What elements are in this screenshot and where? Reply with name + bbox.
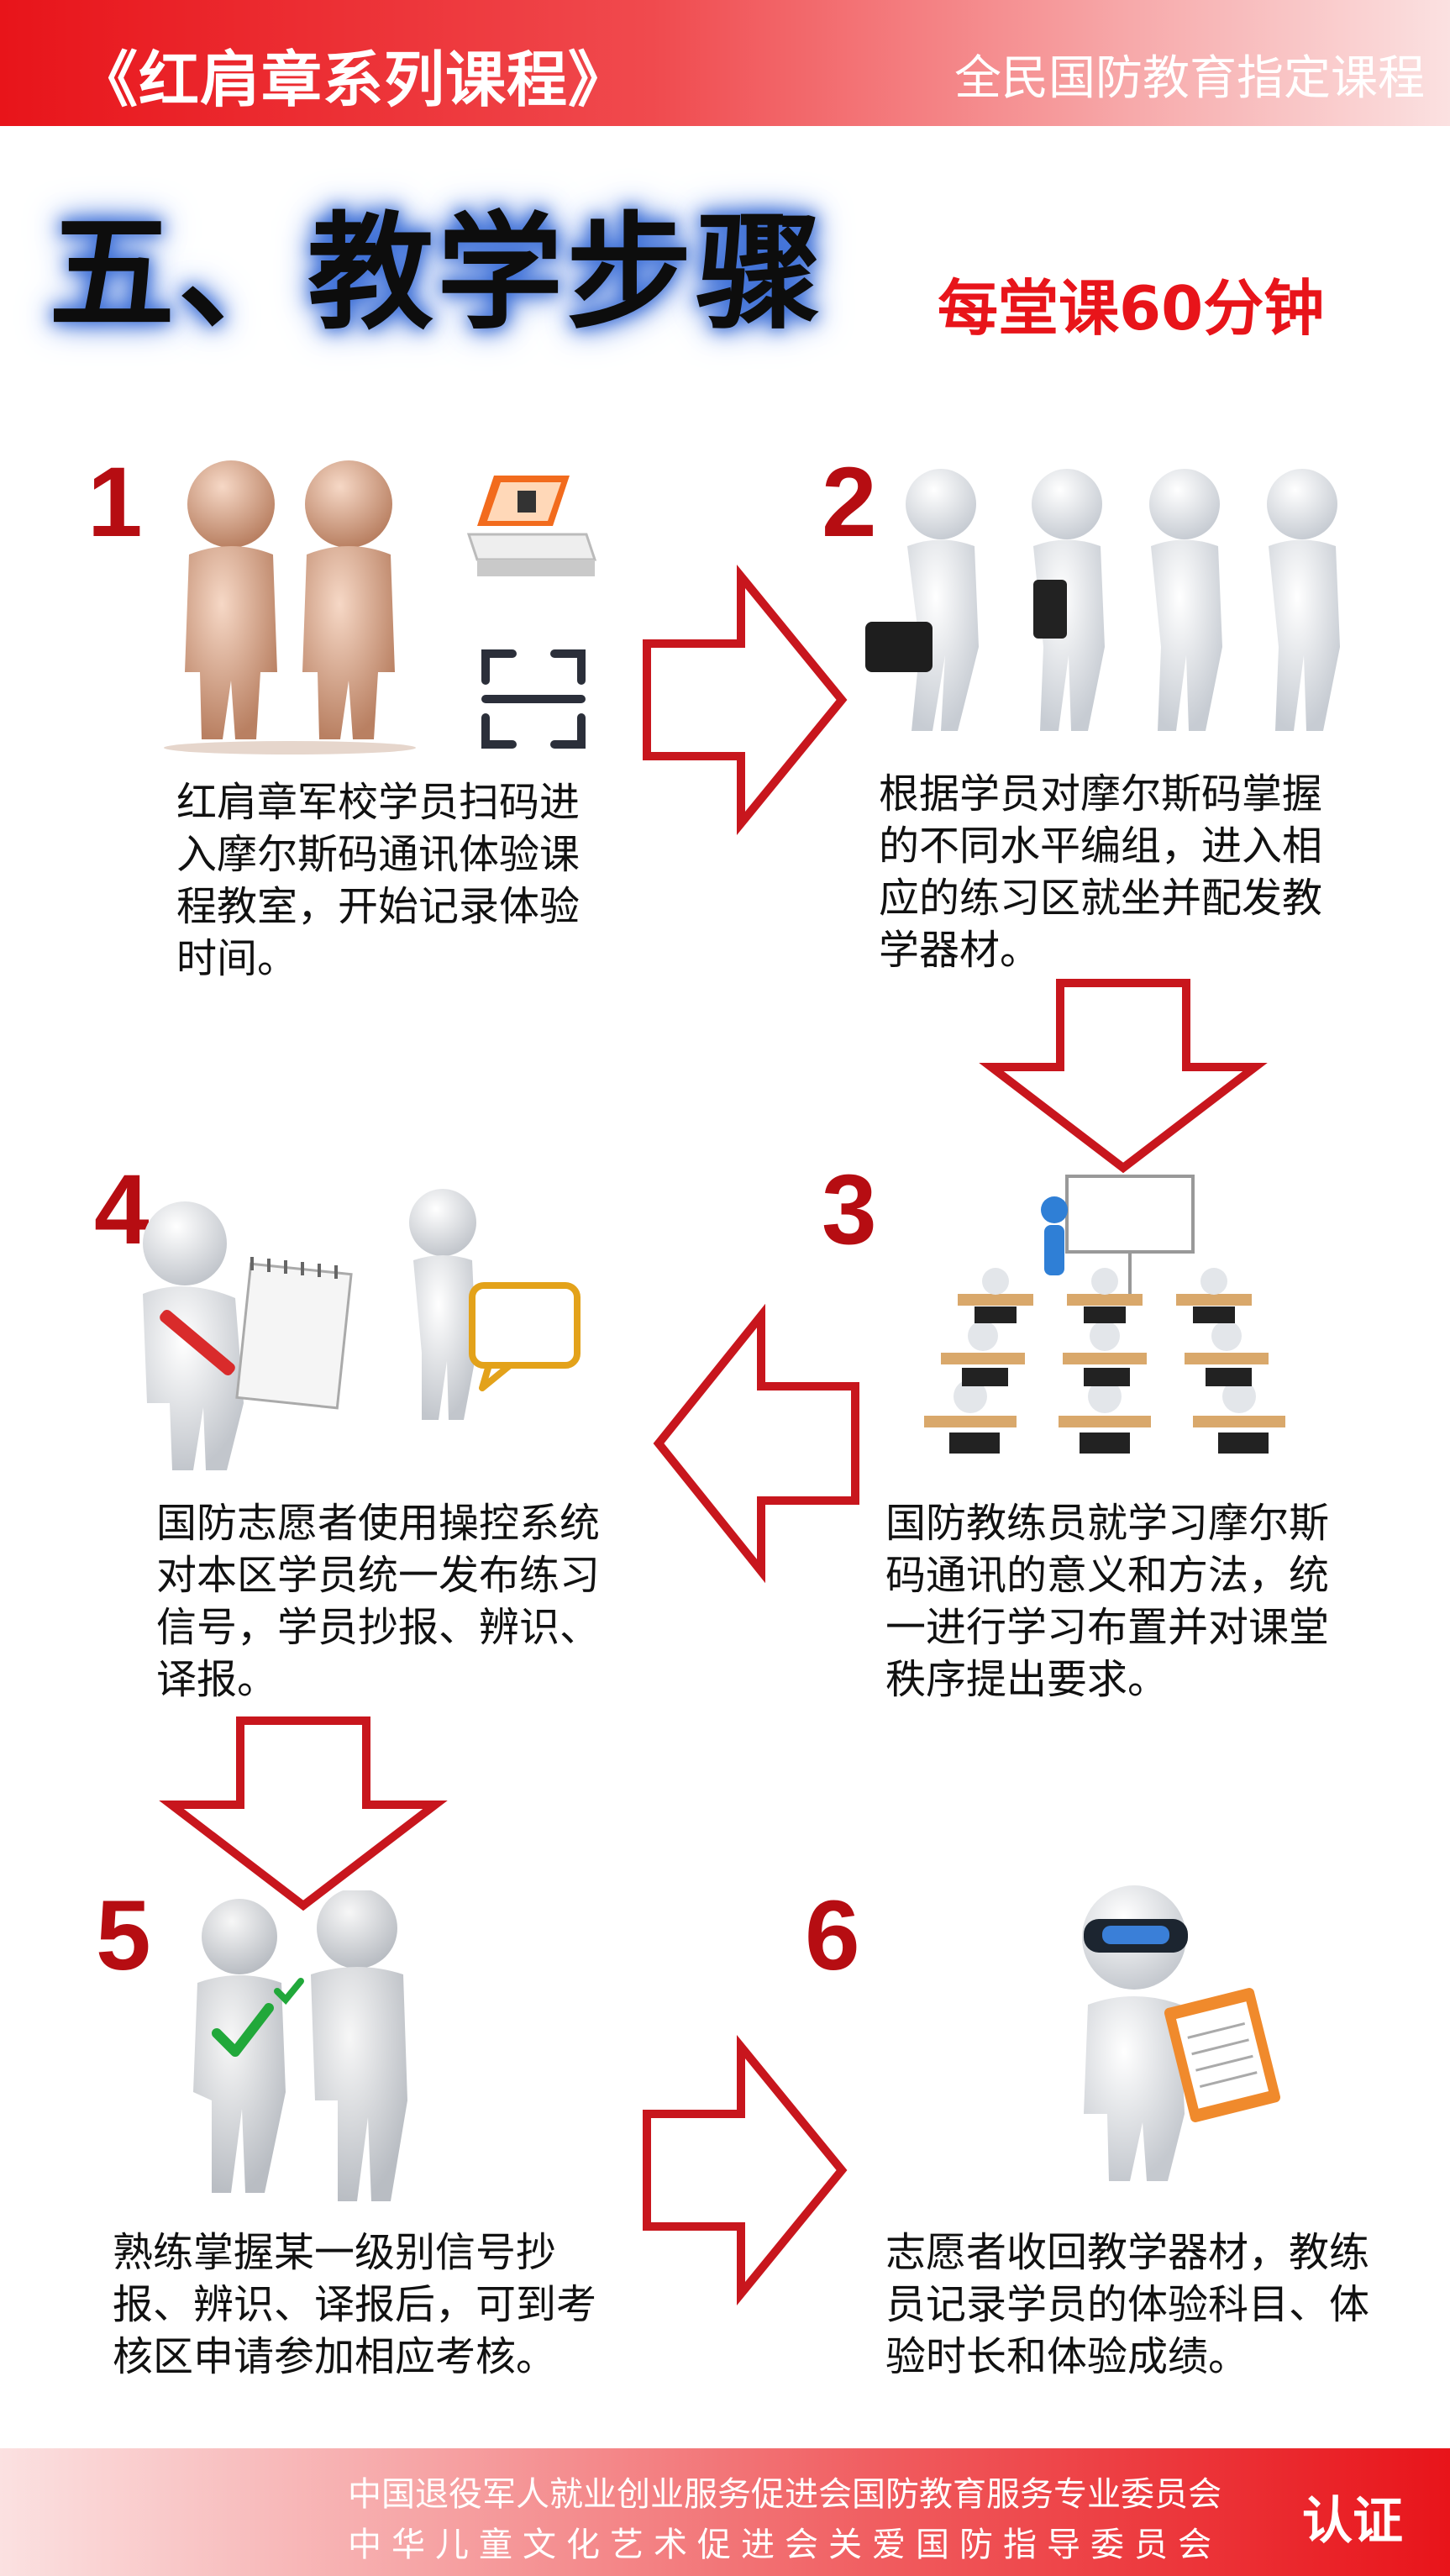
step-3-text: 国防教练员就学习摩尔斯码通讯的意义和方法，统一进行学习布置并对课堂秩序提出要求。 [885, 1500, 1330, 1703]
step-1-text: 红肩章军校学员扫码进入摩尔斯码通讯体验课程教室，开始记录体验时间。 [176, 779, 581, 982]
arrow-left-3-to-4 [653, 1303, 859, 1584]
step-4-text: 国防志愿者使用操控系统对本区学员统一发布练习信号，学员抄报、辨识、译报。 [156, 1500, 601, 1703]
figures-pair-icon [164, 460, 416, 754]
footer-organization-2: 中华儿童文化艺术促进会关爱国防指导委员会 [348, 2526, 1221, 2564]
arrow-right-5-to-6 [643, 2034, 848, 2306]
scan-frame-icon [481, 649, 586, 749]
arrow-down-2-to-3 [979, 979, 1268, 1174]
step-4-number: 4 [94, 1154, 150, 1265]
classroom-icon [924, 1175, 1285, 1454]
notepad-figure-icon [143, 1201, 353, 1470]
speech-bubble-icon [409, 1189, 581, 1420]
step-3-number: 3 [822, 1154, 877, 1265]
footer-organization-1: 中国退役军人就业创业服务促进会国防教育服务专业委员会 [348, 2475, 1221, 2514]
certification-label: 认证 [1302, 2492, 1403, 2551]
walking-figures-icon [865, 469, 1340, 731]
step-2-number: 2 [822, 447, 877, 558]
footer-bar [0, 2448, 1450, 2576]
course-designation: 全民国防教育指定课程 [954, 51, 1425, 106]
step-5-number: 5 [96, 1880, 151, 1991]
section-heading: 五、教学步骤 [49, 201, 826, 347]
arrow-right-1-to-2 [643, 564, 848, 836]
robot-clipboard-icon [1082, 1885, 1281, 2181]
step-6-number: 6 [805, 1880, 860, 1991]
arrow-down-4-to-5 [159, 1716, 448, 1911]
step-2-text: 根据学员对摩尔斯码掌握的不同水平编组，进入相应的练习区就坐并配发教学器材。 [879, 770, 1323, 974]
step-5-text: 熟练掌握某一级别信号抄报、辨识、译报后，可到考核区申请参加相应考核。 [113, 2229, 597, 2380]
header-bar [0, 0, 1450, 126]
step-1-number: 1 [87, 447, 143, 558]
course-title: 《红肩章系列课程》 [77, 45, 630, 115]
step-6-text: 志愿者收回教学器材，教练员记录学员的体验科目、体验时长和体验成绩。 [885, 2229, 1370, 2380]
checkmark-figures-icon [193, 1890, 407, 2201]
scanner-icon [466, 476, 597, 576]
class-duration: 每堂课60分钟 [938, 273, 1325, 344]
